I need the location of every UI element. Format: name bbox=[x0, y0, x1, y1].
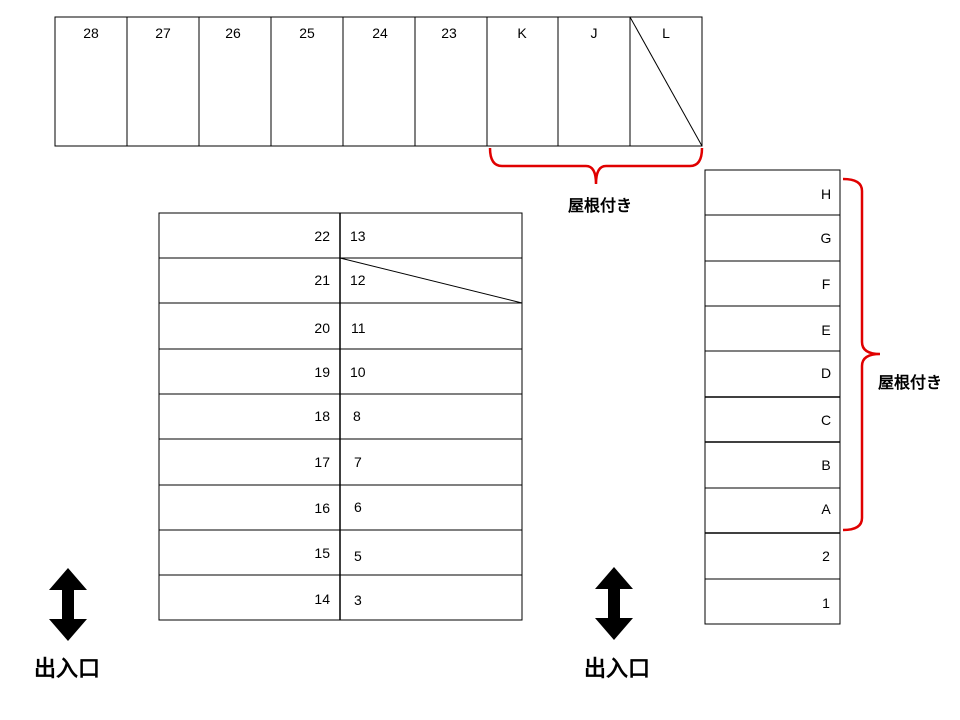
stall-label-25: 25 bbox=[299, 25, 315, 41]
double-arrow-icon bbox=[595, 567, 633, 640]
stall-label-26: 26 bbox=[225, 25, 241, 41]
stall-label-14: 14 bbox=[314, 591, 330, 607]
stall-label-B: B bbox=[821, 457, 830, 473]
roof-label-top: 屋根付き bbox=[568, 196, 632, 215]
stall-label-5: 5 bbox=[354, 548, 362, 564]
stall-label-19: 19 bbox=[314, 364, 330, 380]
stall-label-K: K bbox=[517, 25, 527, 41]
stall-label-G: G bbox=[821, 230, 832, 246]
entrance-label-right: 出入口 bbox=[584, 657, 650, 682]
stall-label-11: 11 bbox=[351, 320, 366, 336]
stall-label-22: 22 bbox=[314, 228, 330, 244]
stall-label-12: 12 bbox=[350, 272, 366, 288]
right-column-labels: H G F E D C B A 2 1 bbox=[821, 186, 832, 611]
entrance-label-left: 出入口 bbox=[34, 657, 100, 682]
stall-label-20: 20 bbox=[314, 320, 330, 336]
top-stall bbox=[557, 16, 631, 147]
stall-label-13: 13 bbox=[350, 228, 366, 244]
top-stall bbox=[126, 16, 200, 147]
stall-label-6: 6 bbox=[354, 499, 362, 515]
stall-label-2: 2 bbox=[822, 548, 830, 564]
roof-bracket-right bbox=[842, 177, 881, 532]
stall-label-A: A bbox=[821, 501, 831, 517]
stall-label-15: 15 bbox=[314, 545, 330, 561]
top-row-labels: 28 27 26 25 24 23 K J L bbox=[83, 25, 670, 41]
blocked-stall-slash bbox=[339, 257, 523, 304]
stall-label-J: J bbox=[591, 25, 598, 41]
stall-label-D: D bbox=[821, 365, 831, 381]
stall-label-1: 1 bbox=[822, 595, 830, 611]
top-stall bbox=[486, 16, 559, 147]
stall-label-17: 17 bbox=[314, 454, 330, 470]
double-arrow-icon bbox=[49, 568, 87, 641]
stall-label-27: 27 bbox=[155, 25, 171, 41]
stall-label-16: 16 bbox=[314, 500, 330, 516]
stall-label-3: 3 bbox=[354, 592, 362, 608]
middle-right-labels: 13 12 11 10 8 7 6 5 3 bbox=[350, 228, 366, 608]
stall-label-21: 21 bbox=[314, 272, 330, 288]
blocked-stall-slash bbox=[629, 16, 703, 147]
stall-label-28: 28 bbox=[83, 25, 99, 41]
roof-bracket-top bbox=[488, 147, 704, 185]
middle-block bbox=[158, 212, 523, 621]
stall-label-18: 18 bbox=[314, 408, 330, 424]
stall-label-23: 23 bbox=[441, 25, 457, 41]
middle-left-labels: 22 21 20 19 18 17 16 15 14 bbox=[314, 228, 330, 607]
stall-label-10: 10 bbox=[350, 364, 366, 380]
top-stall bbox=[342, 16, 416, 147]
roof-label-right: 屋根付き bbox=[878, 373, 942, 392]
top-stall bbox=[414, 16, 488, 147]
stall-label-F: F bbox=[822, 276, 831, 292]
right-column bbox=[704, 169, 841, 625]
top-row bbox=[54, 16, 703, 147]
stall-label-E: E bbox=[821, 322, 830, 338]
stall-label-H: H bbox=[821, 186, 831, 202]
stall-label-7: 7 bbox=[354, 454, 362, 470]
stall-label-C: C bbox=[821, 412, 831, 428]
stall-label-8: 8 bbox=[353, 408, 361, 424]
stall-label-24: 24 bbox=[372, 25, 388, 41]
top-stall bbox=[54, 16, 128, 147]
top-stall bbox=[270, 16, 344, 147]
top-stall bbox=[198, 16, 272, 147]
stall-label-L: L bbox=[662, 25, 670, 41]
